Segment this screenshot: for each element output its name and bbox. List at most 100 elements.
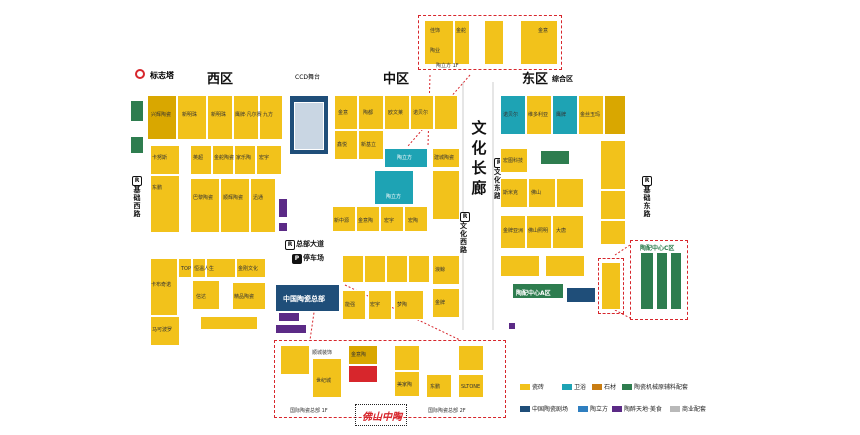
middle-block[interactable] bbox=[408, 255, 430, 283]
west-block[interactable] bbox=[192, 258, 206, 278]
east-green-block[interactable] bbox=[512, 283, 564, 299]
west-block[interactable] bbox=[234, 145, 256, 175]
west-block[interactable] bbox=[178, 258, 192, 278]
bottom-inset-block[interactable] bbox=[458, 374, 484, 398]
middle-row1-block[interactable] bbox=[434, 95, 458, 130]
east-block[interactable] bbox=[526, 95, 552, 135]
east-block[interactable] bbox=[600, 220, 626, 245]
east-block[interactable] bbox=[601, 262, 621, 310]
middle-block[interactable] bbox=[432, 148, 460, 168]
middle-block[interactable] bbox=[334, 130, 358, 160]
top-inset-block[interactable] bbox=[454, 20, 470, 65]
west-block[interactable] bbox=[232, 282, 266, 310]
east-block[interactable] bbox=[600, 190, 626, 220]
block-label: 新基立 bbox=[361, 142, 377, 148]
west-block[interactable] bbox=[150, 316, 180, 346]
block-label: 诺贝尔 bbox=[503, 112, 519, 118]
middle-block[interactable] bbox=[358, 130, 384, 160]
food-block[interactable] bbox=[278, 312, 300, 322]
bottom-inset-block[interactable] bbox=[394, 371, 420, 397]
east-block[interactable] bbox=[578, 95, 604, 135]
middle-block[interactable] bbox=[384, 148, 428, 168]
west-row1-block[interactable] bbox=[233, 95, 259, 140]
middle-block[interactable] bbox=[342, 255, 364, 283]
middle-block[interactable] bbox=[356, 206, 380, 232]
east-block[interactable] bbox=[526, 215, 552, 249]
west-block[interactable] bbox=[150, 258, 178, 316]
bottom-inset-block[interactable] bbox=[426, 374, 452, 398]
block-label: 浪鲸 bbox=[435, 267, 446, 273]
middle-block[interactable] bbox=[342, 290, 366, 320]
west-block[interactable] bbox=[212, 145, 234, 175]
west-block[interactable] bbox=[200, 316, 258, 330]
block-label: 马可波罗 bbox=[152, 327, 173, 333]
west-row1-block[interactable] bbox=[147, 95, 177, 140]
middle-block[interactable] bbox=[368, 290, 392, 320]
east-block[interactable] bbox=[545, 255, 585, 277]
east-block[interactable] bbox=[500, 255, 540, 277]
west-block[interactable] bbox=[150, 175, 180, 233]
east-bath-block[interactable] bbox=[552, 95, 578, 135]
food-block[interactable] bbox=[275, 324, 307, 334]
west-block[interactable] bbox=[150, 145, 180, 175]
middle-block[interactable] bbox=[432, 255, 460, 285]
east-navy-block[interactable] bbox=[566, 287, 596, 303]
east-block[interactable] bbox=[500, 148, 528, 173]
west-block[interactable] bbox=[206, 258, 236, 278]
west-row1-block[interactable] bbox=[259, 95, 283, 140]
food-block[interactable] bbox=[278, 198, 288, 218]
middle-block[interactable] bbox=[432, 288, 460, 318]
middle-row1-block[interactable] bbox=[334, 95, 358, 130]
bottom-inset-block[interactable] bbox=[312, 358, 342, 398]
middle-cube[interactable] bbox=[374, 170, 414, 205]
west-block[interactable] bbox=[250, 178, 276, 233]
middle-row1-block[interactable] bbox=[384, 95, 410, 130]
food-block[interactable] bbox=[508, 322, 516, 330]
food-block[interactable] bbox=[278, 222, 288, 232]
middle-block[interactable] bbox=[432, 170, 460, 220]
bottom-inset-block[interactable] bbox=[394, 345, 420, 371]
west-block[interactable] bbox=[256, 145, 282, 175]
middle-block[interactable] bbox=[404, 206, 428, 232]
west-block[interactable] bbox=[190, 178, 220, 233]
block-label: 欧文莱 bbox=[388, 110, 404, 116]
east-block[interactable] bbox=[556, 178, 584, 208]
center-c-block[interactable] bbox=[670, 252, 682, 310]
west-block[interactable] bbox=[190, 145, 212, 175]
east-block[interactable] bbox=[500, 178, 528, 208]
top-inset-shop: 陶业 bbox=[430, 48, 441, 54]
west-green-block[interactable] bbox=[130, 100, 144, 122]
top-inset-block[interactable] bbox=[484, 20, 504, 65]
center-c-block[interactable] bbox=[656, 252, 668, 310]
center-c-block[interactable] bbox=[640, 252, 654, 310]
bottom-inset-highlight[interactable] bbox=[348, 365, 378, 383]
east-block[interactable] bbox=[500, 215, 526, 249]
west-block[interactable] bbox=[236, 258, 266, 278]
west-block[interactable] bbox=[192, 280, 220, 310]
middle-block[interactable] bbox=[394, 290, 424, 320]
east-block[interactable] bbox=[552, 215, 584, 249]
parking-icon: P bbox=[292, 254, 302, 264]
bottom-inset-block[interactable] bbox=[348, 345, 378, 365]
middle-block[interactable] bbox=[380, 206, 404, 232]
middle-row1-block[interactable] bbox=[410, 95, 434, 130]
east-block[interactable] bbox=[528, 178, 556, 208]
west-row1-block[interactable] bbox=[207, 95, 233, 140]
east-bath-block[interactable] bbox=[500, 95, 526, 135]
east-block[interactable] bbox=[600, 140, 626, 190]
top-inset-block[interactable] bbox=[520, 20, 558, 65]
bottom-inset-block[interactable] bbox=[458, 345, 484, 371]
top-inset-block[interactable] bbox=[424, 20, 454, 65]
bottom-inset-block[interactable] bbox=[280, 345, 310, 375]
middle-block[interactable] bbox=[364, 255, 386, 283]
west-block[interactable] bbox=[220, 178, 250, 233]
middle-block[interactable] bbox=[386, 255, 408, 283]
ceramic-hq-building[interactable] bbox=[275, 284, 340, 312]
east-green-block[interactable] bbox=[540, 150, 570, 165]
east-block[interactable] bbox=[604, 95, 626, 135]
middle-block[interactable] bbox=[332, 206, 356, 232]
west-row1-block[interactable] bbox=[177, 95, 207, 140]
west-green-block[interactable] bbox=[130, 136, 144, 154]
block-label: 陶立方 bbox=[397, 155, 413, 161]
middle-row1-block[interactable] bbox=[358, 95, 384, 130]
